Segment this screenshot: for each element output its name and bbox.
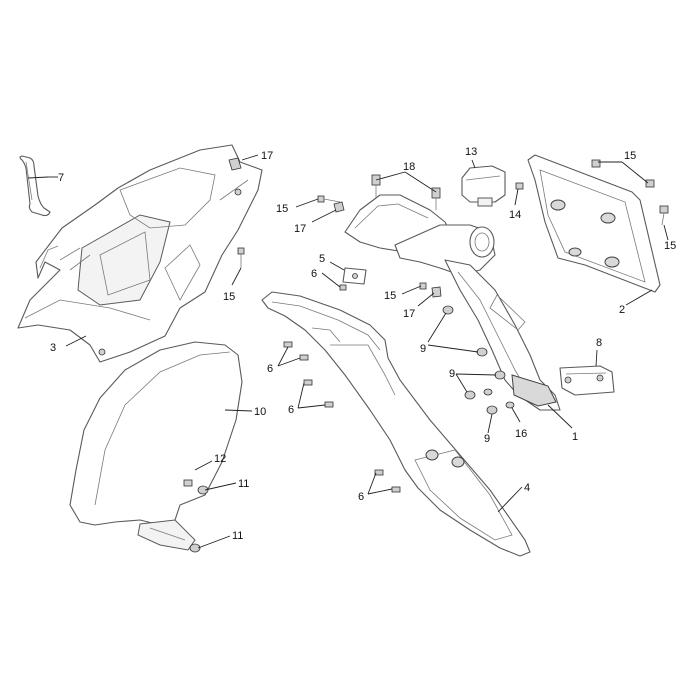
part-plate-frame <box>527 154 661 293</box>
callout-2: 2 <box>619 304 625 316</box>
part-small-plate <box>342 267 367 285</box>
callout-11: 11 <box>238 478 249 490</box>
callout-17: 17 <box>261 150 273 162</box>
callout-15: 15 <box>223 291 235 303</box>
callout-8: 8 <box>596 337 602 349</box>
callout-6: 6 <box>358 491 364 503</box>
callout-15: 15 <box>664 240 676 252</box>
callout-17: 17 <box>294 223 306 235</box>
callout-13: 13 <box>465 146 477 158</box>
callout-15: 15 <box>384 290 396 302</box>
callout-6: 6 <box>288 404 294 416</box>
callout-12: 12 <box>214 453 226 465</box>
callout-15: 15 <box>624 150 636 162</box>
callout-14: 14 <box>509 209 521 221</box>
leader-lines <box>27 154 669 549</box>
part-reflector <box>461 165 506 207</box>
callout-5: 5 <box>319 253 325 265</box>
callout-3: 3 <box>50 342 56 354</box>
callout-10: 10 <box>254 406 266 418</box>
part-upper-bracket <box>344 194 496 276</box>
part-light-bracket <box>444 259 561 411</box>
part-rear-mudguard <box>69 341 243 551</box>
part-plate-light <box>559 365 615 396</box>
callout-1: 1 <box>572 431 578 443</box>
part-strap <box>19 155 51 217</box>
callout-16: 16 <box>515 428 527 440</box>
callout-9: 9 <box>449 368 455 380</box>
callout-11: 11 <box>232 530 243 542</box>
callout-9: 9 <box>484 433 490 445</box>
callout-18: 18 <box>403 161 415 173</box>
callout-7: 7 <box>58 172 64 184</box>
callout-labels: 7 3 17 15 10 12 11 11 18 15 17 5 6 6 6 6… <box>50 146 676 542</box>
part-plate-holder <box>261 291 531 557</box>
callout-6: 6 <box>267 363 273 375</box>
callout-15: 15 <box>276 203 288 215</box>
callout-4: 4 <box>524 482 530 494</box>
callout-6: 6 <box>311 268 317 280</box>
part-undertray <box>17 144 263 363</box>
callout-9: 9 <box>420 343 426 355</box>
callout-17: 17 <box>403 308 415 320</box>
